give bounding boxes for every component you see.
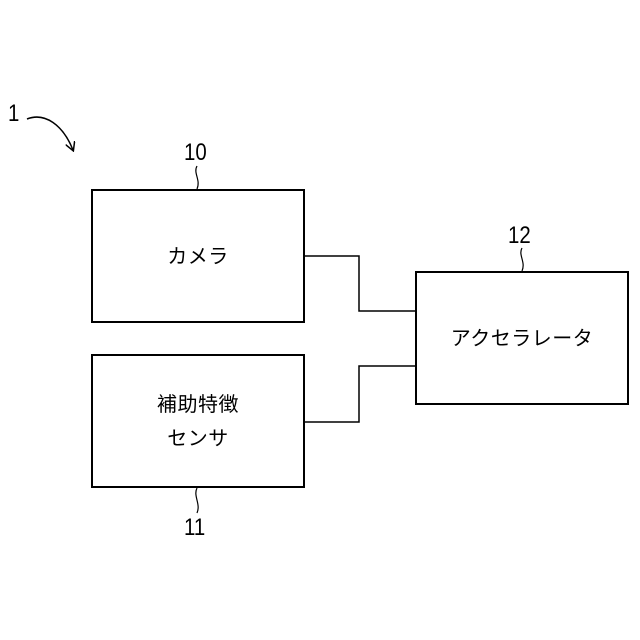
sensor-ref-numeral: 11	[184, 516, 205, 540]
auxiliary-feature-sensor-label: 補助特徴 センサ	[157, 387, 239, 455]
camera-label: カメラ	[167, 239, 229, 273]
auxiliary-feature-sensor-block: 補助特徴 センサ	[91, 354, 305, 488]
camera-leader-line	[196, 166, 198, 189]
system-ref-arrow	[27, 117, 73, 150]
camera-to-accelerator-line	[305, 256, 415, 311]
sensor-to-accelerator-line	[305, 366, 415, 422]
camera-ref-numeral: 10	[184, 141, 207, 165]
accelerator-block: アクセラレータ	[415, 271, 629, 405]
system-ref-numeral: 1	[8, 102, 19, 126]
accelerator-ref-numeral: 12	[508, 224, 531, 248]
accelerator-leader-line	[521, 248, 523, 271]
sensor-leader-line	[196, 488, 198, 513]
camera-block: カメラ	[91, 189, 305, 323]
accelerator-label: アクセラレータ	[451, 321, 594, 355]
